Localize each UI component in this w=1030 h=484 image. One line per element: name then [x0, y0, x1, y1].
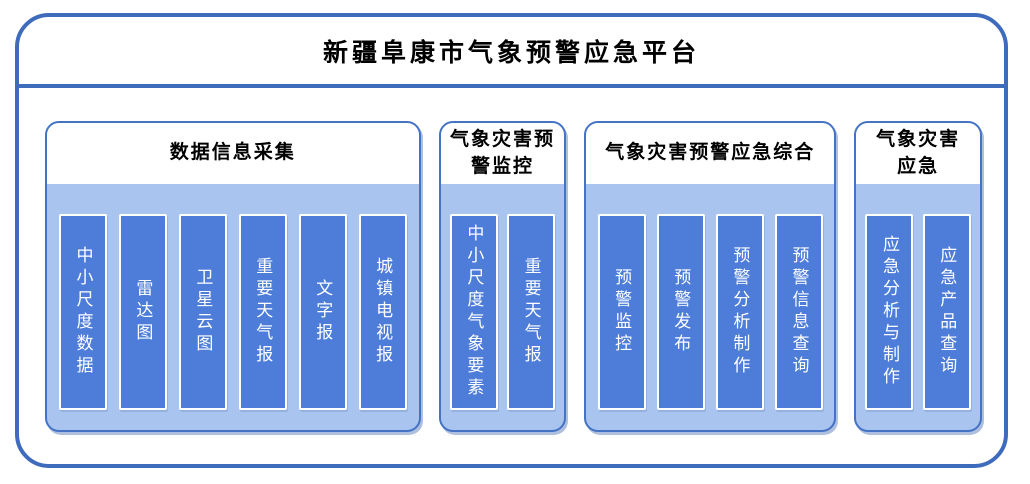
platform-groups: 数据信息采集 中小尺度数据 雷达图 卫星云图 重要天气报 文字报 城镇电视报 气… [19, 88, 1004, 432]
module-group-0: 数据信息采集 中小尺度数据 雷达图 卫星云图 重要天气报 文字报 城镇电视报 [45, 121, 421, 432]
module-group-2: 气象灾害预警应急综合 预警监控 预警发布 预警分析制作 预警信息查询 [584, 121, 837, 432]
module-item: 预警发布 [656, 214, 705, 410]
module-item-label: 中小尺度数据 [73, 246, 93, 378]
module-item: 雷达图 [118, 214, 167, 410]
module-item: 应急产品查询 [922, 214, 971, 410]
module-item: 预警信息查询 [775, 214, 823, 410]
module-item-label: 文字报 [313, 279, 333, 345]
platform-header: 新疆阜康市气象预警应急平台 [19, 17, 1004, 88]
module-item-label: 预警发布 [671, 268, 691, 356]
module-item: 重要天气报 [507, 214, 556, 410]
module-item: 应急分析与制作 [865, 214, 914, 410]
module-item-label: 预警监控 [612, 268, 632, 356]
module-group-title: 数据信息采集 [47, 123, 419, 184]
platform-frame: 新疆阜康市气象预警应急平台 数据信息采集 中小尺度数据 雷达图 卫星云图 重要天… [15, 13, 1008, 468]
module-group-title: 气象灾害预警应急综合 [586, 123, 835, 184]
module-item: 中小尺度气象要素 [449, 214, 498, 410]
module-item: 重要天气报 [238, 214, 287, 410]
module-item-label: 卫星云图 [193, 268, 213, 356]
module-group-title: 气象灾害预 警监控 [440, 123, 565, 184]
module-item-label: 应急分析与制作 [879, 235, 899, 389]
module-group-1: 气象灾害预 警监控 中小尺度气象要素 重要天气报 [438, 121, 567, 432]
module-group-3: 气象灾害 应急 应急分析与制作 应急产品查询 [854, 121, 983, 432]
module-item-label: 中小尺度气象要素 [464, 224, 484, 400]
module-group-items: 应急分析与制作 应急产品查询 [856, 184, 980, 430]
module-item-label: 雷达图 [133, 279, 153, 345]
module-group-items: 中小尺度数据 雷达图 卫星云图 重要天气报 文字报 城镇电视报 [47, 184, 419, 430]
module-group-title: 气象灾害 应急 [856, 123, 981, 184]
module-group-items: 中小尺度气象要素 重要天气报 [441, 184, 565, 430]
module-item: 预警监控 [597, 214, 646, 410]
module-item-label: 城镇电视报 [373, 257, 393, 367]
module-item-label: 预警信息查询 [789, 246, 809, 378]
module-item-label: 预警分析制作 [730, 246, 750, 378]
module-item: 城镇电视报 [358, 214, 407, 410]
module-group-items: 预警监控 预警发布 预警分析制作 预警信息查询 [586, 184, 834, 430]
module-item: 预警分析制作 [715, 214, 764, 410]
page-title: 新疆阜康市气象预警应急平台 [322, 38, 700, 67]
module-item-label: 重要天气报 [253, 257, 273, 367]
module-item: 卫星云图 [178, 214, 227, 410]
module-item: 文字报 [298, 214, 347, 410]
module-item-label: 重要天气报 [521, 257, 541, 367]
module-item: 中小尺度数据 [58, 214, 107, 410]
module-item-label: 应急产品查询 [937, 246, 957, 378]
